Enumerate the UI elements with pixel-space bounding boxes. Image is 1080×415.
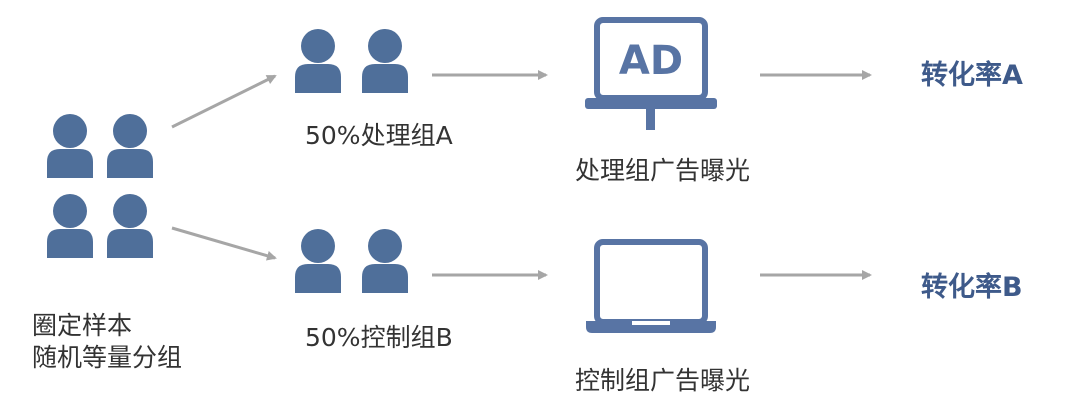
split-arrow-control [171, 226, 277, 261]
control-group-label: 50%控制组B [305, 323, 453, 352]
sample-label-line2: 随机等量分组 [32, 343, 183, 372]
treatment-group-label: 50%处理组A [305, 121, 453, 150]
control-group-icon [295, 229, 408, 293]
ad-screen-text: AD [619, 38, 683, 84]
sample-label-line1: 圈定样本 [32, 311, 133, 340]
ad-screen-icon: AD [585, 17, 717, 130]
sample-group-icon [47, 114, 153, 258]
split-arrow-treatment [171, 74, 277, 129]
blank-screen-icon [586, 239, 716, 333]
conversion-rate-b: 转化率B [921, 272, 1023, 303]
control-exposure-label: 控制组广告曝光 [575, 366, 751, 395]
conversion-rate-a: 转化率A [921, 60, 1023, 91]
treatment-group-icon [295, 29, 408, 93]
treatment-exposure-label: 处理组广告曝光 [575, 156, 751, 185]
